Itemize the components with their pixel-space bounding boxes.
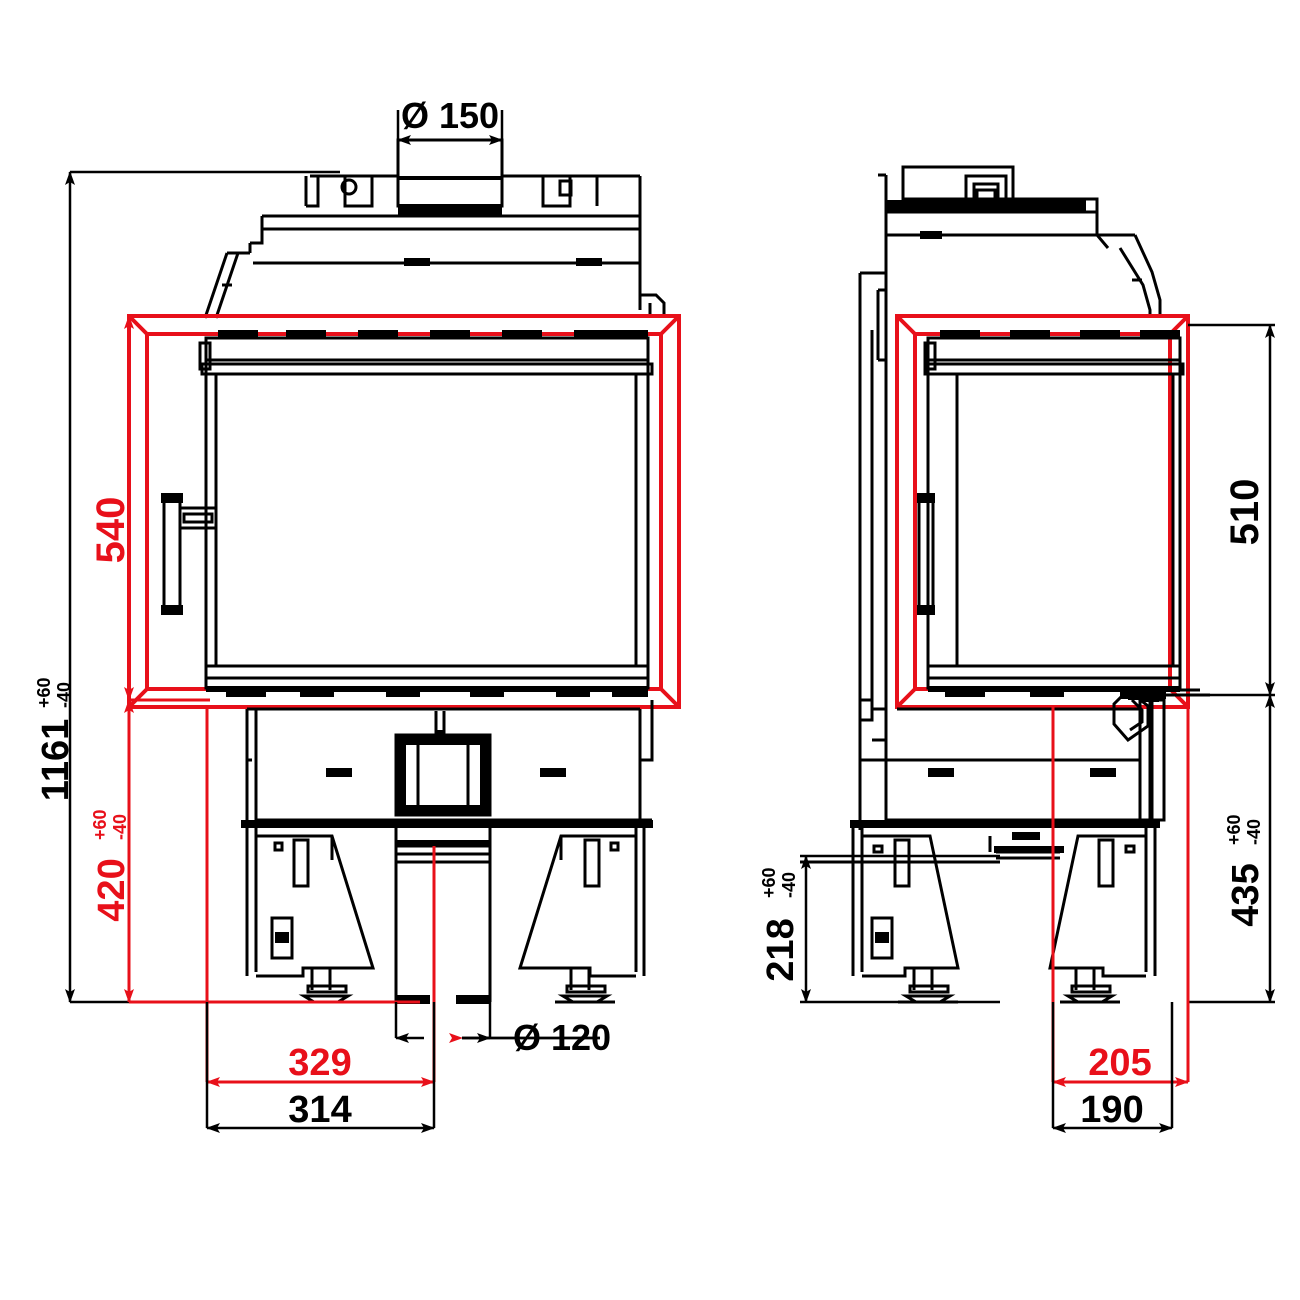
dim-body-width-314 bbox=[205, 1002, 436, 1133]
label-base-height-tol-plus: +60 bbox=[90, 809, 110, 840]
label-total-height-1161: 1161 bbox=[35, 719, 77, 801]
front-door-handle bbox=[161, 493, 218, 615]
label-side-leg-218: 218 bbox=[760, 918, 802, 981]
label-total-height-tol-plus: +60 bbox=[34, 677, 54, 708]
dimension-labels: Ø 150 1161 +60 -40 540 420 +60 -40 329 3… bbox=[34, 95, 1267, 1131]
label-side-opening-510: 510 bbox=[1223, 479, 1267, 546]
label-base-height-tol-minus: -40 bbox=[110, 814, 130, 840]
label-flue-150: Ø 150 bbox=[401, 95, 499, 136]
dimension-lines bbox=[65, 110, 1275, 1133]
label-base-height-420: 420 bbox=[91, 858, 133, 921]
label-body-width-314: 314 bbox=[288, 1089, 351, 1131]
side-base-legs bbox=[800, 820, 1160, 1004]
label-side-base-tol-plus: +60 bbox=[1224, 814, 1244, 845]
label-side-leg-tol-plus: +60 bbox=[759, 867, 779, 898]
side-view-geometry bbox=[800, 165, 1210, 1004]
label-air-inlet-120: Ø 120 bbox=[513, 1017, 611, 1058]
front-body-outline bbox=[203, 176, 666, 319]
dim-side-leg-218 bbox=[800, 854, 1000, 1004]
front-top-plate bbox=[260, 174, 640, 231]
label-side-body-190: 190 bbox=[1080, 1089, 1143, 1131]
dim-flue-150 bbox=[396, 110, 504, 145]
side-door-handle bbox=[917, 493, 935, 615]
dim-side-opening-510 bbox=[1188, 323, 1275, 697]
front-view-geometry bbox=[127, 138, 681, 1004]
label-opening-height-540: 540 bbox=[89, 497, 133, 564]
dim-side-depth-205 bbox=[1051, 707, 1190, 1087]
front-door-assembly bbox=[198, 330, 654, 697]
label-total-height-tol-minus: -40 bbox=[54, 682, 74, 708]
label-opening-width-329: 329 bbox=[288, 1042, 351, 1084]
side-lower-chamber bbox=[872, 707, 1152, 822]
dim-side-body-190 bbox=[1051, 1002, 1174, 1133]
side-top-assembly bbox=[878, 165, 1162, 330]
label-side-base-tol-minus: -40 bbox=[1244, 819, 1264, 845]
dim-opening-height-540 bbox=[124, 314, 210, 702]
front-air-inlet-collar bbox=[394, 711, 492, 817]
dim-side-base-435 bbox=[1188, 694, 1275, 1004]
side-back-panel bbox=[858, 271, 888, 830]
front-flue-spigot bbox=[396, 138, 504, 208]
label-side-leg-tol-minus: -40 bbox=[779, 872, 799, 898]
dim-base-height-420 bbox=[124, 699, 420, 1004]
label-side-depth-205: 205 bbox=[1088, 1042, 1151, 1084]
label-side-base-435: 435 bbox=[1225, 863, 1267, 926]
side-door-assembly bbox=[923, 330, 1185, 699]
front-base-legs bbox=[241, 820, 653, 1004]
